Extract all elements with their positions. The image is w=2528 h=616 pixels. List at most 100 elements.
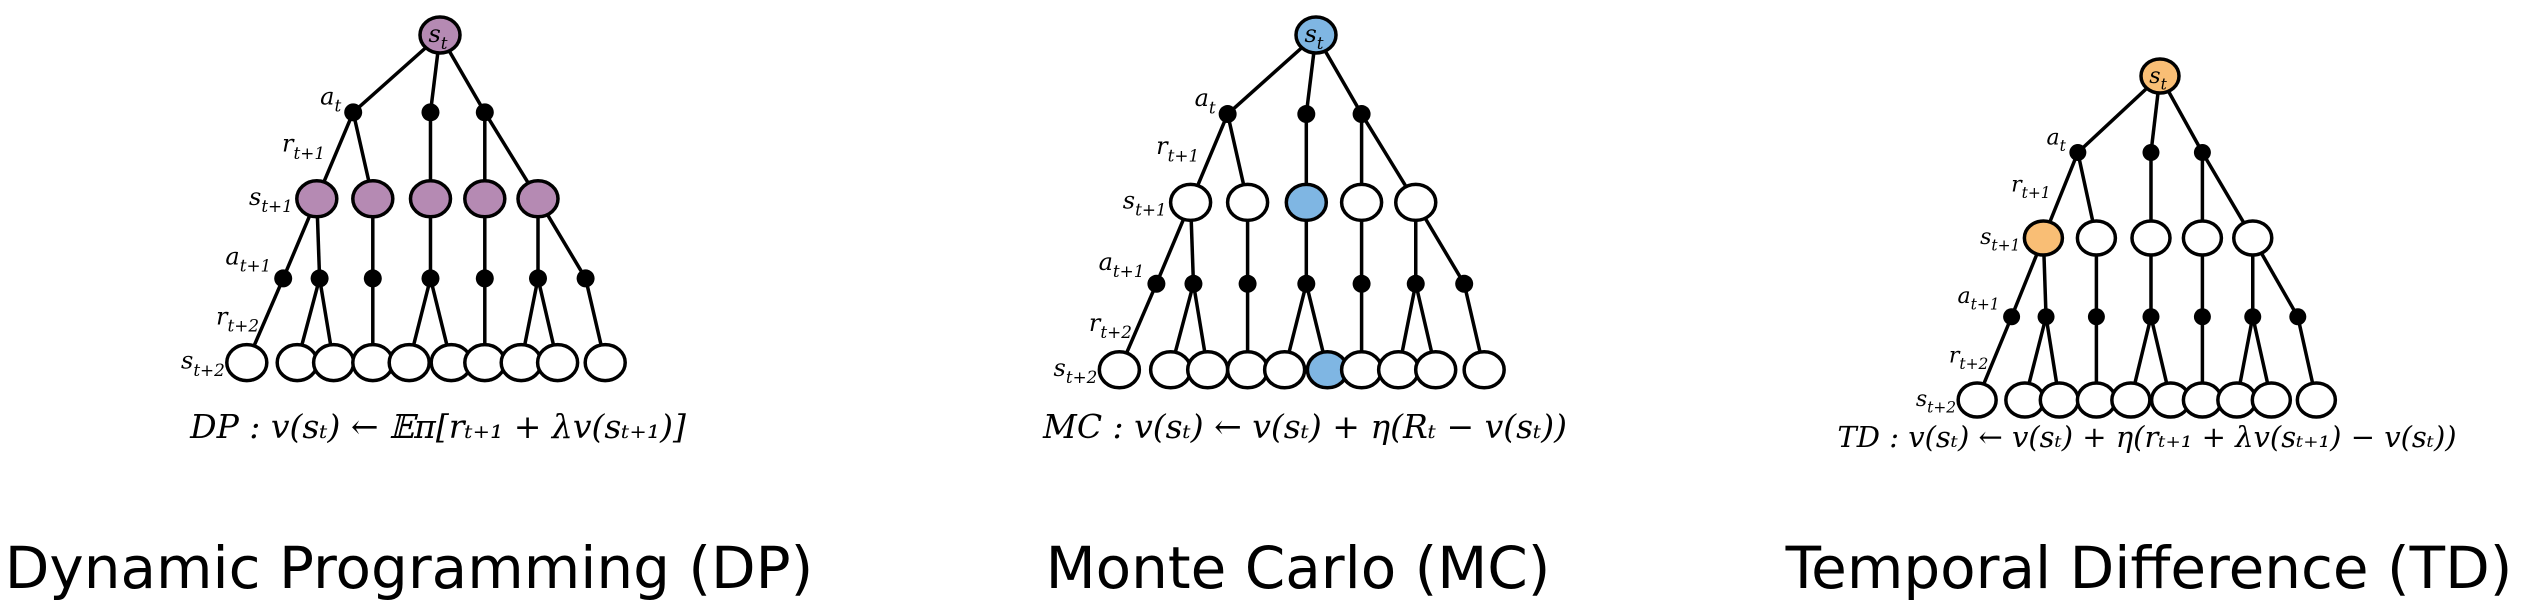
state-node: [1097, 350, 1142, 390]
state-label-third: st+2: [1054, 354, 1098, 387]
action-node: [475, 269, 494, 288]
state-node: [2038, 381, 2081, 419]
highlighted-state-node: [463, 179, 507, 219]
action-label-first: at: [2046, 126, 2066, 156]
action-node: [2069, 144, 2087, 161]
state-node: [2216, 381, 2258, 419]
highlighted-state-node: [418, 15, 462, 55]
node-labels: st at rt+1 st+1 at+1 rt+2 st+2: [1916, 64, 2168, 417]
action-node: [2142, 144, 2160, 161]
state-node: [1462, 350, 1506, 390]
root-state-label: st: [428, 20, 447, 53]
action-node: [2289, 308, 2307, 326]
state-label-second: st+1: [1980, 225, 2020, 255]
action-node: [1297, 105, 1316, 124]
state-node: [1262, 350, 1307, 390]
action-node: [1147, 274, 1166, 293]
action-label-second: at+1: [225, 242, 271, 275]
state-node: [1148, 350, 1193, 390]
tree-nodes: [225, 15, 627, 383]
state-node: [1376, 350, 1421, 390]
td-panel: st at rt+1 st+1 at+1 rt+2 st+2: [1916, 57, 2338, 419]
highlighted-state-node: [1294, 15, 1338, 55]
action-node: [1352, 274, 1371, 293]
mc-panel: st at rt+1 st+1 at+1 rt+2 st+2: [1054, 15, 1506, 390]
reward-label-second: rt+2: [1949, 343, 1989, 373]
action-label-second: at+1: [1957, 284, 1999, 314]
action-node: [421, 103, 440, 122]
tree-nodes: [1956, 57, 2338, 419]
td-equation: TD : v(sₜ) ← v(sₜ) + η(rₜ₊₁ + λv(sₜ₊₁) −…: [1837, 420, 2456, 454]
state-node: [2295, 381, 2338, 419]
action-node: [529, 269, 547, 288]
highlighted-state-node: [2022, 219, 2065, 257]
state-node: [351, 342, 395, 383]
action-node: [363, 269, 382, 288]
state-node: [1225, 182, 1270, 223]
state-label-second: st+1: [249, 183, 293, 216]
node-labels: st at rt+1 st+1 at+1 rt+2 st+2: [1054, 20, 1324, 387]
action-label-first: at: [320, 82, 341, 115]
state-node: [1413, 350, 1458, 390]
reward-label-first: rt+1: [2011, 172, 2051, 202]
action-node: [310, 269, 329, 288]
action-node: [1184, 274, 1203, 293]
state-node: [583, 342, 627, 383]
state-label-third: st+2: [181, 347, 225, 380]
action-label-first: at: [1195, 84, 1216, 117]
root-state-label: st: [2149, 64, 2167, 94]
tree-nodes: [1097, 15, 1506, 390]
state-node: [2181, 219, 2224, 257]
action-node: [1455, 274, 1474, 293]
action-node: [1406, 274, 1425, 293]
action-node: [2003, 308, 2021, 326]
state-node: [1339, 182, 1384, 223]
reward-label-second: rt+2: [1089, 309, 1132, 342]
state-node: [1394, 182, 1438, 223]
state-label-second: st+1: [1123, 186, 1167, 219]
action-node: [274, 269, 293, 288]
highlighted-state-node: [351, 179, 395, 219]
action-node: [1297, 274, 1316, 293]
state-node: [1339, 350, 1384, 390]
state-label-third: st+2: [1916, 387, 1956, 417]
action-node: [576, 269, 595, 288]
state-node: [2250, 381, 2293, 419]
action-node: [1218, 105, 1237, 124]
action-node: [2193, 144, 2211, 161]
node-labels: st at rt+1 st+1 at+1 rt+2 st+2: [181, 20, 448, 380]
action-node: [421, 269, 440, 288]
state-node: [2130, 219, 2172, 257]
highlighted-state-node: [2139, 57, 2181, 95]
dp-equation: DP : v(sₜ) ← 𝔼π[rₜ₊₁ + λv(sₜ₊₁)]: [189, 407, 686, 446]
state-node: [535, 342, 580, 383]
dp-caption: Dynamic Programming (DP): [5, 534, 813, 602]
action-node: [344, 103, 363, 122]
state-node: [1185, 350, 1230, 390]
action-node: [2037, 308, 2055, 326]
state-node: [463, 342, 507, 383]
mc-caption: Monte Carlo (MC): [1046, 534, 1551, 602]
reward-label-first: rt+1: [282, 130, 325, 163]
reward-label-second: rt+2: [216, 303, 259, 336]
highlighted-state-node: [408, 179, 453, 219]
action-node: [2087, 308, 2105, 326]
dp-panel: st at rt+1 st+1 at+1 rt+2 st+2: [181, 15, 627, 383]
action-node: [1352, 105, 1371, 124]
state-node: [387, 342, 431, 383]
state-node: [1168, 182, 1213, 223]
action-label-second: at+1: [1099, 248, 1145, 281]
state-node: [2181, 381, 2224, 419]
state-node: [2075, 219, 2118, 257]
reward-label-first: rt+1: [1156, 132, 1199, 165]
state-node: [1956, 381, 1998, 419]
action-node: [475, 103, 494, 122]
root-state-label: st: [1304, 20, 1323, 53]
state-node: [1225, 350, 1270, 390]
highlighted-state-node: [516, 179, 560, 219]
state-node: [225, 342, 269, 383]
td-caption: Temporal Difference (TD): [1785, 534, 2513, 602]
state-node: [2004, 381, 2046, 419]
highlighted-state-node: [1284, 182, 1329, 223]
